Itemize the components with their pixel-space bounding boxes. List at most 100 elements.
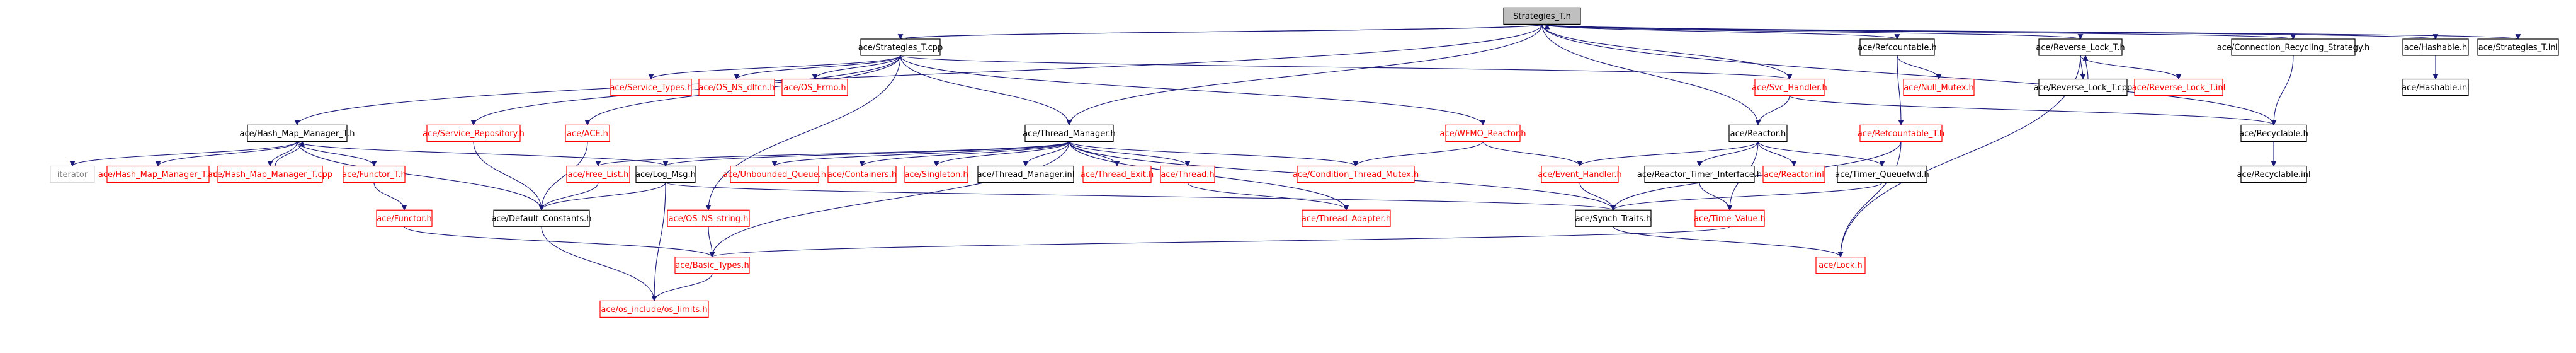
node-functor-h[interactable]: ace/Functor.h <box>376 209 433 227</box>
node-label: ace/Functor.h <box>377 214 431 224</box>
node-label: ace/Connection_Recycling_Strategy.h <box>2217 43 2369 53</box>
node-thread-h[interactable]: ace/Thread.h <box>1160 165 1215 183</box>
node-strategies-t-cpp[interactable]: ace/Strategies_T.cpp <box>858 38 943 56</box>
node-condition-thread-mutex-h[interactable]: ace/Condition_Thread_Mutex.h <box>1293 165 1419 183</box>
node-box <box>493 209 590 227</box>
node-lock-h[interactable]: ace/Lock.h <box>1815 257 1866 274</box>
node-strategies-t-h[interactable]: Strategies_T.h <box>1503 7 1581 25</box>
edge-strategies_t_h-to-reverse_lock_t_h <box>1541 23 2083 40</box>
node-thread-exit-h[interactable]: ace/Thread_Exit.h <box>1081 165 1154 183</box>
edge-log_msg_h-to-synch_traits_h <box>665 182 1616 211</box>
node-reverse-lock-t-cpp[interactable]: ace/Reverse_Lock_T.cpp <box>2034 78 2133 96</box>
edge-strategies_t_cpp-to-wfmo_reactor_h <box>900 55 1486 126</box>
node-os-include-limits-h[interactable]: ace/os_include/os_limits.h <box>599 300 709 318</box>
node-hash-map-manager-t-inl[interactable]: ace/Hash_Map_Manager_T.inl <box>98 165 218 183</box>
node-free-list-h[interactable]: ace/Free_List.h <box>566 165 630 183</box>
node-box <box>730 165 819 183</box>
edge-refcountable_t_h-to-synch_traits_h <box>1610 141 1902 211</box>
edge-thread_h-to-thread_adapter_h <box>1187 182 1349 211</box>
node-service-repository-h[interactable]: ace/Service_Repository.h <box>423 124 525 142</box>
node-os-errno-h[interactable]: ace/OS_Errno.h <box>781 78 848 96</box>
node-time-value-h[interactable]: ace/Time_Value.h <box>1694 209 1766 227</box>
node-unbounded-queue-h[interactable]: ace/Unbounded_Queue.h <box>723 165 826 183</box>
nodes-layer: Strategies_T.h ace/Strategies_T.cpp ace/Re… <box>50 7 2559 318</box>
node-box <box>2477 38 2559 56</box>
node-box <box>2038 38 2123 56</box>
node-label: ace/Recyclable.h <box>2239 129 2308 139</box>
node-os-ns-dlfcn-h[interactable]: ace/OS_NS_dlfcn.h <box>698 78 775 96</box>
node-box <box>904 165 968 183</box>
node-default-constants-h[interactable]: ace/Default_Constants.h <box>491 209 592 227</box>
node-hashable-inl[interactable]: ace/Hashable.inl <box>2402 78 2470 96</box>
node-ace-h[interactable]: ace/ACE.h <box>565 124 610 142</box>
node-reactor-h[interactable]: ace/Reactor.h <box>1728 124 1788 142</box>
edge-strategies_t_cpp-to-strategies_t_h <box>905 23 1550 40</box>
node-box <box>1503 7 1581 25</box>
node-box <box>1575 209 1652 227</box>
node-recyclable-h[interactable]: ace/Recyclable.h <box>2239 124 2308 142</box>
edge-refcountable_t_h-to-lock_h <box>1837 141 1902 258</box>
node-singleton-h[interactable]: ace/Singleton.h <box>904 165 968 183</box>
node-box <box>376 209 433 227</box>
node-box <box>1694 209 1765 227</box>
node-svc-handler-h[interactable]: ace/Svc_Handler.h <box>1752 78 1827 96</box>
node-reactor-timer-interface-h[interactable]: ace/Reactor_Timer_Interface.h <box>1637 165 1762 183</box>
node-box <box>1837 165 1927 183</box>
node-label: ace/Service_Repository.h <box>423 129 525 139</box>
node-label: ace/Strategies_T.inl <box>2478 43 2558 53</box>
node-recyclable-inl[interactable]: ace/Recyclable.inl <box>2237 165 2311 183</box>
node-functor-t-h[interactable]: ace/Functor_T.h <box>342 165 406 183</box>
node-containers-h[interactable]: ace/Containers.h <box>827 165 897 183</box>
node-box <box>2240 165 2307 183</box>
node-box <box>2134 78 2223 96</box>
node-null-mutex-h[interactable]: ace/Null_Mutex.h <box>1903 78 1975 96</box>
node-box <box>247 124 348 142</box>
node-box <box>1297 165 1415 183</box>
node-hash-map-manager-t-h[interactable]: ace/Hash_Map_Manager_T.h <box>240 124 355 142</box>
node-reactor-inl[interactable]: ace/Reactor.inl <box>1762 165 1825 183</box>
node-synch-traits-h[interactable]: ace/Synch_Traits.h <box>1575 209 1652 227</box>
node-refcountable-t-h[interactable]: ace/Refcountable_T.h <box>1858 124 1944 142</box>
node-box <box>1903 78 1975 96</box>
node-reverse-lock-t-inl[interactable]: ace/Reverse_Lock_T.inl <box>2132 78 2225 96</box>
node-label: ace/OS_NS_dlfcn.h <box>698 83 775 93</box>
edge-hash_map_manager_t_h-to-iterator <box>69 141 298 167</box>
edge-conn_recycling_h-to-recyclable_h <box>2271 55 2294 126</box>
node-thread-adapter-h[interactable]: ace/Thread_Adapter.h <box>1302 209 1391 227</box>
node-label: ace/OS_Errno.h <box>783 83 846 93</box>
node-reverse-lock-t-h[interactable]: ace/Reverse_Lock_T.h <box>2036 38 2125 56</box>
node-label: ace/Unbounded_Queue.h <box>723 170 826 180</box>
node-timer-queuefwd-h[interactable]: ace/Timer_Queuefwd.h <box>1835 165 1929 183</box>
node-hashable-h[interactable]: ace/Hashable.h <box>2402 38 2469 56</box>
edge-strategies_t_cpp-to-os_errno_h <box>812 55 901 80</box>
node-label: ace/Basic_Types.h <box>675 261 749 270</box>
edge-strategies_t_cpp-to-os_ns_string_h <box>705 55 901 211</box>
edge-strategies_t_h-to-refcountable_h <box>1541 23 1900 40</box>
node-label: ace/Hashable.h <box>2404 43 2467 53</box>
node-os-ns-string-h[interactable]: ace/OS_NS_string.h <box>667 209 750 227</box>
node-refcountable-h[interactable]: ace/Refcountable.h <box>1858 38 1937 56</box>
node-box <box>827 165 897 183</box>
node-service-types-h[interactable]: ace/Service_Types.h <box>610 78 693 96</box>
node-label: ace/Functor_T.h <box>342 170 406 180</box>
edge-hash_map_manager_t_h-to-hash_map_manager_t_inl <box>155 141 298 167</box>
node-label: ace/Svc_Handler.h <box>1752 83 1827 93</box>
node-box <box>1082 165 1152 183</box>
node-thread-manager-h[interactable]: ace/Thread_Manager.h <box>1023 124 1116 142</box>
node-event-handler-h[interactable]: ace/Event_Handler.h <box>1538 165 1622 183</box>
node-box <box>566 165 630 183</box>
node-label: ace/Reactor.h <box>1730 129 1786 139</box>
node-basic-types-h[interactable]: ace/Basic_Types.h <box>674 257 750 274</box>
node-conn-recycling-h[interactable]: ace/Connection_Recycling_Strategy.h <box>2217 38 2369 56</box>
node-label: ace/Thread_Exit.h <box>1081 170 1154 180</box>
node-label: ace/Thread_Adapter.h <box>1302 214 1391 224</box>
edge-thread_manager_h-to-basic_types_h <box>709 141 1070 258</box>
node-strategies-t-inl[interactable]: ace/Strategies_T.inl <box>2477 38 2559 56</box>
node-log-msg-h[interactable]: ace/Log_Msg.h <box>635 165 696 183</box>
node-thread-manager-inl[interactable]: ace/Thread_Manager.inl <box>977 165 1075 183</box>
node-label: iterator <box>57 170 88 180</box>
node-label: ace/Hash_Map_Manager_T.h <box>240 129 355 139</box>
edge-reactor_h-to-event_handler_h <box>1577 141 1759 167</box>
node-hash-map-manager-t-cpp[interactable]: ace/Hash_Map_Manager_T.cpp <box>208 165 332 183</box>
node-wfmo-reactor-h[interactable]: ace/WFMO_Reactor.h <box>1440 124 1526 142</box>
